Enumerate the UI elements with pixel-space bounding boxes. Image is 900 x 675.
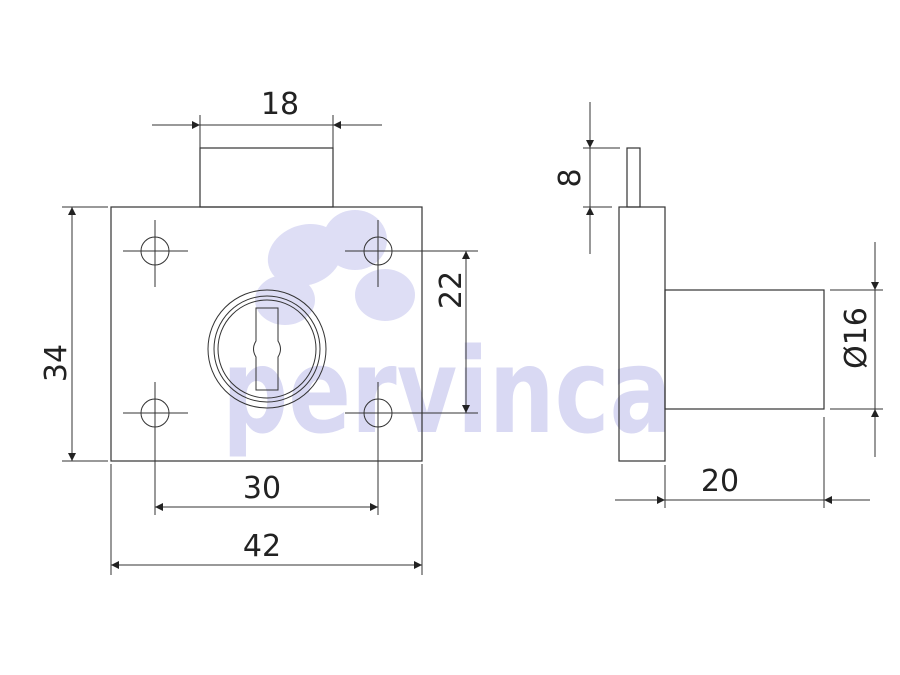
cylinder-body bbox=[664, 289, 825, 410]
dim-width: 42 bbox=[243, 529, 281, 564]
dim-height: 34 bbox=[39, 344, 74, 382]
dim-hole-vertical-spacing: 22 bbox=[434, 271, 469, 309]
dim-pin-height: 8 bbox=[553, 168, 588, 187]
dim-cylinder-length: 20 bbox=[701, 464, 739, 499]
hole-icon bbox=[123, 382, 188, 450]
bolt bbox=[199, 147, 334, 208]
dim-bolt-width: 18 bbox=[261, 87, 299, 122]
mounting-holes bbox=[123, 220, 410, 450]
front-view: 18 34 22 30 42 bbox=[39, 87, 478, 575]
dim-cylinder-diameter: Ø16 bbox=[839, 307, 874, 369]
watermark-text: pervinca bbox=[222, 322, 672, 460]
faceplate bbox=[110, 206, 423, 462]
side-view: 8 Ø16 20 bbox=[553, 102, 883, 508]
flower-icon bbox=[255, 210, 415, 325]
key-cylinder bbox=[207, 289, 327, 409]
pin bbox=[626, 147, 641, 208]
watermark-logo: pervinca bbox=[222, 210, 672, 460]
hole-icon bbox=[345, 382, 410, 450]
hole-icon bbox=[123, 220, 188, 287]
dim-hole-horizontal-spacing: 30 bbox=[243, 471, 281, 506]
keyhole-icon bbox=[253, 307, 281, 391]
hole-icon bbox=[345, 220, 410, 287]
